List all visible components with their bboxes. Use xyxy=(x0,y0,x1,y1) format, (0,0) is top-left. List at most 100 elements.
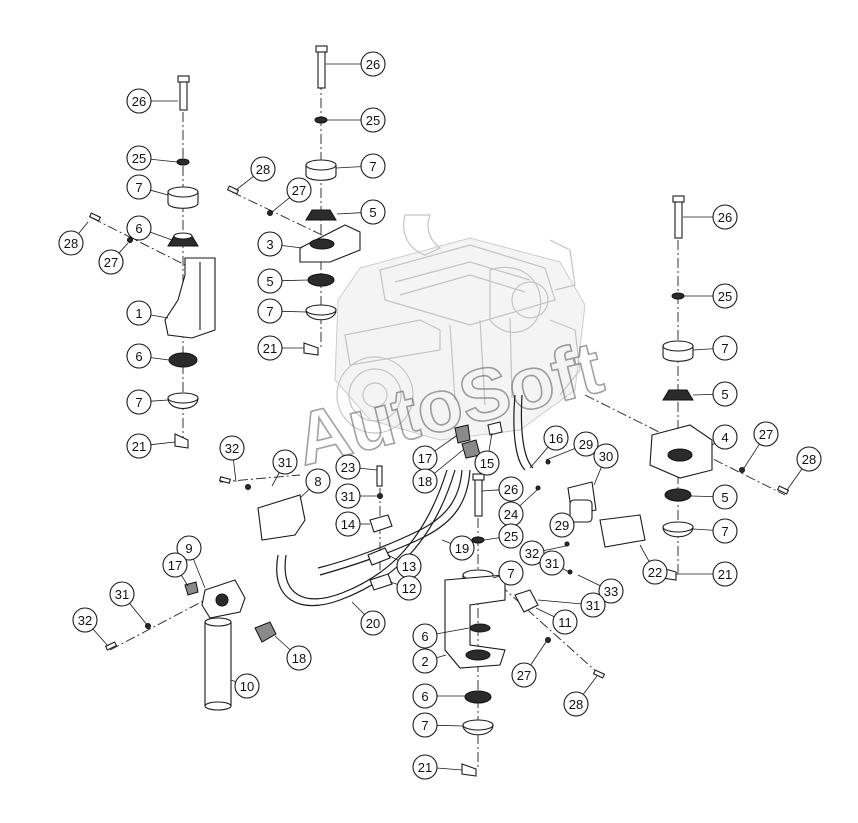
callout-11: 11 xyxy=(552,609,578,635)
leader-line xyxy=(150,314,169,319)
callout-circle xyxy=(360,610,386,636)
leader-line xyxy=(335,166,362,169)
callout-label: 13 xyxy=(402,559,416,574)
leader-line xyxy=(150,231,173,241)
callout-label: 7 xyxy=(721,341,728,356)
callout-label: 20 xyxy=(366,616,380,631)
callout-16: 16 xyxy=(543,425,569,451)
callout-label: 31 xyxy=(115,587,129,602)
callout-4: 4 xyxy=(712,424,738,450)
callout-31: 31 xyxy=(580,592,606,618)
callout-circle xyxy=(98,249,124,275)
callout-label: 28 xyxy=(802,452,816,467)
leader-line xyxy=(271,472,280,487)
callout-29: 29 xyxy=(573,431,599,457)
leader-line xyxy=(436,627,470,635)
callout-label: 15 xyxy=(480,456,494,471)
callout-label: 5 xyxy=(721,490,728,505)
callout-25: 25 xyxy=(498,523,524,549)
filter-10 xyxy=(204,619,232,709)
callout-32: 32 xyxy=(72,607,98,633)
leader-line xyxy=(434,435,457,452)
leader-line xyxy=(743,443,760,469)
bracket-1 xyxy=(164,257,216,339)
leader-line xyxy=(545,448,576,461)
leader-line xyxy=(150,189,169,196)
leader-line xyxy=(78,221,89,234)
callout-circle xyxy=(162,552,188,578)
callout-5: 5 xyxy=(712,381,738,407)
callout-circle xyxy=(519,540,545,566)
callout-circle xyxy=(712,204,738,230)
callout-label: 7 xyxy=(421,718,428,733)
callout-21: 21 xyxy=(712,561,738,587)
callout-8: 8 xyxy=(305,468,331,494)
callout-label: 28 xyxy=(64,236,78,251)
callout-label: 17 xyxy=(168,558,182,573)
callout-28: 28 xyxy=(796,446,822,472)
callout-7: 7 xyxy=(126,174,152,200)
callout-label: 14 xyxy=(341,517,355,532)
callout-28: 28 xyxy=(250,156,276,182)
callout-label: 5 xyxy=(721,387,728,402)
leader-line xyxy=(562,568,570,573)
callout-circle xyxy=(250,156,276,182)
leader-line xyxy=(281,245,303,249)
callout-label: 18 xyxy=(418,474,432,489)
callout-label: 7 xyxy=(721,524,728,539)
callout-circle xyxy=(126,343,152,369)
leader-line xyxy=(441,539,452,544)
callout-circle xyxy=(412,623,438,649)
callout-circle xyxy=(449,535,475,561)
callout-26: 26 xyxy=(360,51,386,77)
callout-25: 25 xyxy=(126,145,152,171)
bracket-8 xyxy=(257,494,306,541)
callout-label: 6 xyxy=(135,349,142,364)
callout-label: 31 xyxy=(341,489,355,504)
callout-circle xyxy=(712,484,738,510)
callout-circle xyxy=(712,283,738,309)
callout-label: 28 xyxy=(256,162,270,177)
leader-line xyxy=(351,601,365,615)
leader-line xyxy=(359,467,378,471)
callout-label: 21 xyxy=(418,760,432,775)
callout-label: 8 xyxy=(314,474,321,489)
leader-line xyxy=(577,574,601,587)
callout-circle xyxy=(593,443,619,469)
leader-line xyxy=(488,432,493,452)
callout-label: 27 xyxy=(759,427,773,442)
callout-circle xyxy=(412,468,438,494)
callout-5: 5 xyxy=(360,199,386,225)
callout-circle xyxy=(126,88,152,114)
fuel-hoses xyxy=(276,394,534,607)
leader-line xyxy=(481,489,500,492)
callout-circle xyxy=(360,153,386,179)
plate-22 xyxy=(599,514,646,548)
callout-27: 27 xyxy=(98,249,124,275)
callout-label: 12 xyxy=(402,581,416,596)
callout-label: 16 xyxy=(549,431,563,446)
callout-7: 7 xyxy=(257,298,283,324)
callout-7: 7 xyxy=(498,560,524,586)
leader-line xyxy=(387,554,399,561)
leader-line xyxy=(271,197,290,213)
callout-circle xyxy=(257,335,283,361)
callout-29: 29 xyxy=(549,512,575,538)
callout-circle xyxy=(642,559,668,585)
callout-22: 22 xyxy=(642,559,668,585)
callout-label: 25 xyxy=(718,289,732,304)
callout-32: 32 xyxy=(519,540,545,566)
callout-circle xyxy=(552,609,578,635)
callout-circle xyxy=(580,592,606,618)
fitting-17-left xyxy=(184,581,199,596)
callout-label: 27 xyxy=(104,255,118,270)
callout-label: 22 xyxy=(648,565,662,580)
leader-line xyxy=(436,724,464,727)
callout-circle xyxy=(58,230,84,256)
leader-line xyxy=(582,675,598,695)
callout-label: 7 xyxy=(266,304,273,319)
callout-label: 29 xyxy=(555,518,569,533)
callout-circle xyxy=(126,174,152,200)
leader-line xyxy=(118,242,129,254)
